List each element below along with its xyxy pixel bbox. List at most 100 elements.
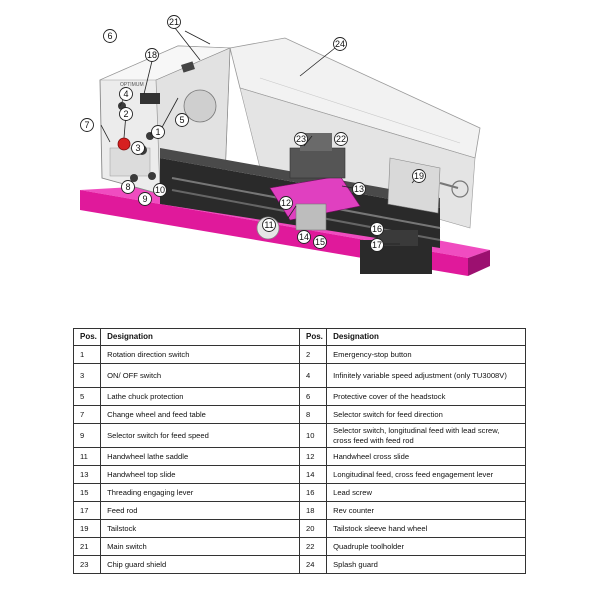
table-row: 7 Change wheel and feed table 8 Selector… [72,405,526,424]
header-pos: Pos. [72,328,102,346]
pos-cell: 21 [72,537,102,556]
chuck-guard [183,89,217,123]
table-row: 1 Rotation direction switch 2 Emergency-… [72,345,526,364]
callout-23: 23 [294,132,308,146]
table-row: 21 Main switch 22 Quadruple toolholder [72,537,526,556]
callout-label: 4 [123,89,128,99]
designation-cell: Tailstock sleeve hand wheel [326,519,526,538]
pos-cell: 13 [72,465,102,484]
callout-label: 19 [414,171,424,181]
table-row: 5 Lathe chuck protection 6 Protective co… [72,387,526,406]
callout-12: 12 [279,196,293,210]
designation-cell: Emergency-stop button [326,345,526,364]
designation-cell: Rotation direction switch [100,345,300,364]
pos-cell: 6 [298,387,328,406]
callout-9: 9 [138,192,152,206]
designation-cell: Selector switch for feed direction [326,405,526,424]
pos-cell: 1 [72,345,102,364]
callout-label: 14 [299,232,309,242]
parts-table: Pos. Designation Pos. Designation 1 Rota… [72,328,526,574]
designation-cell: Longitudinal feed, cross feed engagement… [326,465,526,484]
callout-label: 18 [147,50,157,60]
callout-18: 18 [145,48,159,62]
callout-label: 15 [315,237,325,247]
lathe-diagram: OPTIMUM [80,15,490,276]
table-row: 9 Selector switch for feed speed 10 Sele… [72,423,526,448]
pos-cell: 19 [72,519,102,538]
callout-4: 4 [119,87,133,101]
header-pos: Pos. [298,328,328,346]
pos-cell: 7 [72,405,102,424]
pos-cell: 8 [298,405,328,424]
header-designation: Designation [326,328,526,346]
pos-cell: 11 [72,447,102,466]
designation-cell: Rev counter [326,501,526,520]
table-row: 19 Tailstock 20 Tailstock sleeve hand wh… [72,519,526,538]
pos-cell: 20 [298,519,328,538]
callout-22: 22 [334,132,348,146]
designation-cell: Feed rod [100,501,300,520]
designation-cell: ON/ OFF switch [100,363,300,388]
callout-label: 24 [335,39,345,49]
pos-cell: 12 [298,447,328,466]
callout-11: 11 [262,218,276,232]
callout-7: 7 [80,118,94,132]
callout-label: 2 [123,109,128,119]
designation-cell: Handwheel lathe saddle [100,447,300,466]
table-header-row: Pos. Designation Pos. Designation [72,328,526,346]
callout-label: 9 [142,194,147,204]
callout-5: 5 [175,113,189,127]
callout-15: 15 [313,235,327,249]
designation-cell: Splash guard [326,555,526,574]
callout-label: 3 [135,143,140,153]
callout-label: 10 [155,185,165,195]
callout-17: 17 [370,238,384,252]
pos-cell: 4 [298,363,328,388]
callout-1: 1 [151,125,165,139]
pos-cell: 3 [72,363,102,388]
pos-cell: 14 [298,465,328,484]
designation-cell: Change wheel and feed table [100,405,300,424]
callout-label: 17 [372,240,382,250]
brand-label: OPTIMUM [120,82,144,88]
table-row: 11 Handwheel lathe saddle 12 Handwheel c… [72,447,526,466]
pos-cell: 15 [72,483,102,502]
callout-6: 6 [103,29,117,43]
callout-13: 13 [352,182,366,196]
callout-label: 16 [372,224,382,234]
callout-label: 11 [264,220,273,230]
callout-label: 8 [125,182,130,192]
designation-cell: Protective cover of the headstock [326,387,526,406]
callout-label: 5 [179,115,184,125]
carriage [256,133,361,240]
callout-label: 23 [296,134,306,144]
designation-cell: Chip guard shield [100,555,300,574]
emergency-stop-button [117,137,131,151]
callout-2: 2 [119,107,133,121]
callout-label: 1 [155,127,160,137]
designation-cell: Handwheel cross slide [326,447,526,466]
callout-24: 24 [333,37,347,51]
designation-cell: Lathe chuck protection [100,387,300,406]
callout-label: 7 [84,120,89,130]
designation-cell: Handwheel top slide [100,465,300,484]
pos-cell: 23 [72,555,102,574]
table-row: 13 Handwheel top slide 14 Longitudinal f… [72,465,526,484]
tailstock [387,157,469,214]
callout-label: 12 [281,198,291,208]
pos-cell: 24 [298,555,328,574]
callout-16: 16 [370,222,384,236]
table-row: 15 Threading engaging lever 16 Lead scre… [72,483,526,502]
quadruple-toolholder [300,133,332,151]
pos-cell: 22 [298,537,328,556]
designation-cell: Main switch [100,537,300,556]
pos-cell: 16 [298,483,328,502]
table-row: 3 ON/ OFF switch 4 Infinitely variable s… [72,363,526,388]
rev-counter-display [140,93,160,104]
designation-cell: Selector switch for feed speed [100,423,300,448]
table-row: 17 Feed rod 18 Rev counter [72,501,526,520]
callout-label: 21 [169,17,179,27]
callout-19: 19 [412,169,426,183]
callout-8: 8 [121,180,135,194]
designation-cell: Selector switch, longitudinal feed with … [326,423,526,448]
